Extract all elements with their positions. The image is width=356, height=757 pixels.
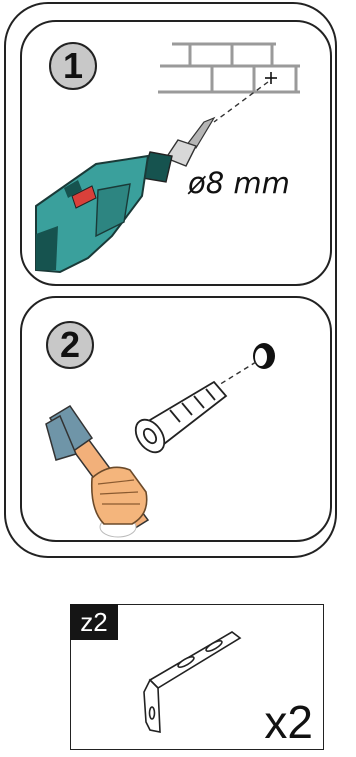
brick-wall-icon bbox=[158, 44, 300, 92]
part-quantity-label: x2 bbox=[264, 695, 313, 749]
step-2-badge: 2 bbox=[46, 321, 94, 369]
part-code-label: z2 bbox=[70, 604, 118, 640]
step-1-badge: 1 bbox=[49, 42, 97, 90]
plug-guide-line bbox=[214, 362, 256, 388]
step-1-number: 1 bbox=[63, 45, 83, 87]
wall-plug-icon bbox=[130, 382, 226, 458]
step-2-number: 2 bbox=[60, 324, 80, 366]
drill-guide-line bbox=[214, 82, 268, 122]
part-box: z2 x2 bbox=[70, 604, 324, 750]
drill-size-label: ø8 mm bbox=[188, 166, 290, 200]
